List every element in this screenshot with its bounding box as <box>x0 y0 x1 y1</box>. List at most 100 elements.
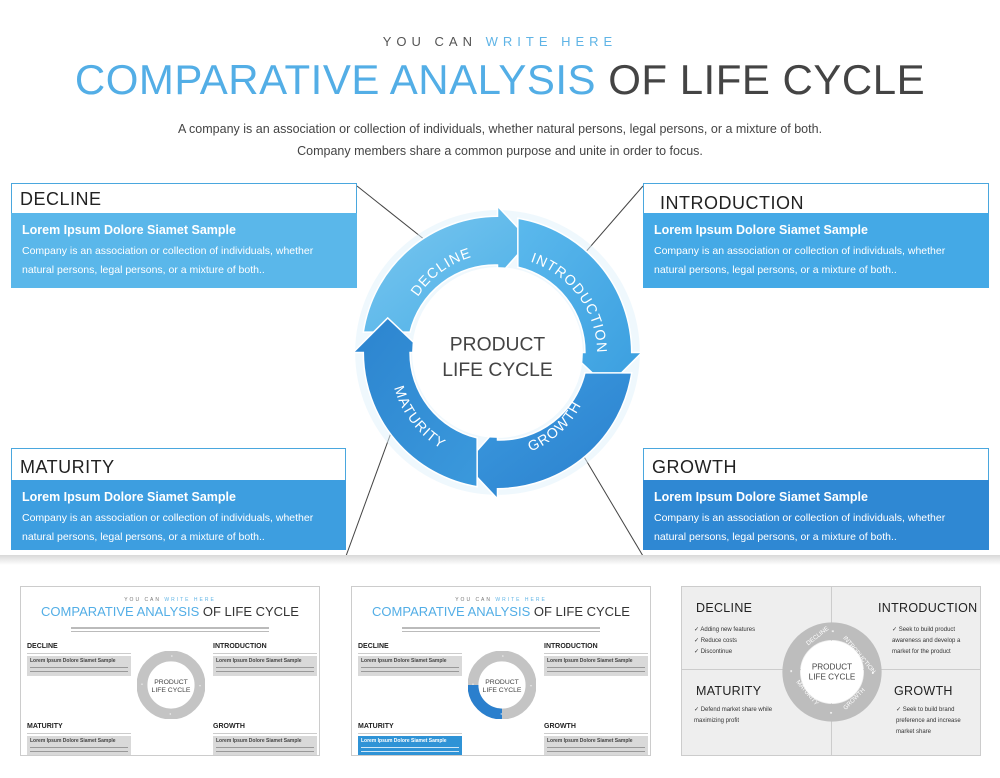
quad-list-decline: ✓ Adding new features ✓ Reduce costs ✓ D… <box>694 625 784 658</box>
thumb-card-heading: DECLINE <box>27 643 131 654</box>
card-maturity-body: Lorem Ipsum Dolore Siamet Sample Company… <box>11 480 346 550</box>
thumb-center-line1: PRODUCT <box>485 679 519 686</box>
card-growth: GROWTH Lorem Ipsum Dolore Siamet Sample … <box>643 448 989 550</box>
card-introduction-text: Company is an association or collection … <box>654 245 946 276</box>
card-introduction-body: Lorem Ipsum Dolore Siamet Sample Company… <box>643 213 989 288</box>
card-maturity: MATURITY Lorem Ipsum Dolore Siamet Sampl… <box>11 448 346 550</box>
thumb-card-heading: MATURITY <box>358 723 462 734</box>
thumb-card-decline: DECLINE Lorem Ipsum Dolore Siamet Sample <box>358 643 462 676</box>
quad-growth-item-1: Seek to build brand preference and incre… <box>896 707 961 735</box>
thumbnail-variant-blue[interactable]: YOU CAN WRITE HERE COMPARATIVE ANALYSIS … <box>351 586 651 756</box>
quad-cycle-diagram: PRODUCT LIFE CYCLE DECLINE INTRODUCTION … <box>782 622 882 722</box>
main-slide: YOU CAN WRITE HERE COMPARATIVE ANALYSIS … <box>0 34 1000 556</box>
thumb-card-heading: MATURITY <box>27 723 131 734</box>
card-decline-text: Company is an association or collection … <box>22 245 314 276</box>
card-introduction-heading: INTRODUCTION <box>643 183 989 213</box>
decline-arrow <box>362 204 532 333</box>
thumb-description <box>392 625 610 633</box>
card-growth-body: Lorem Ipsum Dolore Siamet Sample Company… <box>643 480 989 550</box>
tagline: YOU CAN WRITE HERE <box>0 34 1000 49</box>
card-introduction: INTRODUCTION Lorem Ipsum Dolore Siamet S… <box>643 183 989 288</box>
page-title: COMPARATIVE ANALYSIS OF LIFE CYCLE <box>0 56 1000 104</box>
title-part2: OF LIFE CYCLE <box>608 56 926 103</box>
thumb-tagline: YOU CAN WRITE HERE <box>21 597 319 603</box>
card-maturity-heading: MATURITY <box>11 448 346 480</box>
quad-list-item: ✓ Reduce costs <box>694 638 738 644</box>
thumb-card-sub: Lorem Ipsum Dolore Siamet Sample <box>361 658 447 664</box>
quad-list-maturity: ✓ Defend market share while maximizing p… <box>694 707 773 724</box>
thumb-center-line1: PRODUCT <box>154 679 188 686</box>
quad-maturity-item-1: Defend market share while maximizing pro… <box>694 707 773 724</box>
quad-decline-item-1: Adding new features <box>700 627 756 633</box>
introduction-arrow <box>517 217 644 389</box>
cycle-center-line1: PRODUCT <box>450 334 546 355</box>
thumb-card-sub: Lorem Ipsum Dolore Siamet Sample <box>216 658 302 664</box>
card-growth-heading: GROWTH <box>643 448 989 480</box>
tagline-part2: WRITE HERE <box>485 34 618 49</box>
quad-list-item: ✓ Adding new features <box>694 627 756 633</box>
thumb-card-sub: Lorem Ipsum Dolore Siamet Sample <box>547 658 633 664</box>
thumb-card-decline: DECLINE Lorem Ipsum Dolore Siamet Sample <box>27 643 131 676</box>
tagline-part1: YOU CAN <box>382 34 477 49</box>
thumb-description <box>61 625 279 633</box>
quad-decline-item-3: Discontinue <box>700 649 733 655</box>
cycle-center-line2: LIFE CYCLE <box>442 360 553 381</box>
thumbnail-variant-quad[interactable]: DECLINE INTRODUCTION MATURITY GROWTH ✓ A… <box>681 586 981 756</box>
quad-list-introduction: ✓ Seek to build product awareness and de… <box>892 627 961 655</box>
card-growth-text: Company is an association or collection … <box>654 512 946 543</box>
thumb-cycle-diagram: PRODUCT LIFE CYCLE <box>468 651 536 719</box>
thumb-card-sub: Lorem Ipsum Dolore Siamet Sample <box>361 738 447 744</box>
thumb-card-introduction: INTRODUCTION Lorem Ipsum Dolore Siamet Sa… <box>544 643 648 676</box>
thumb-title: COMPARATIVE ANALYSIS OF LIFE CYCLE <box>21 604 319 619</box>
title-part1: COMPARATIVE ANALYSIS <box>74 56 597 103</box>
thumb-title-part1: COMPARATIVE ANALYSIS <box>372 604 531 619</box>
thumb-title-part2: OF LIFE CYCLE <box>533 604 630 619</box>
description: A company is an association or collectio… <box>177 122 823 158</box>
card-growth-subheading: Lorem Ipsum Dolore Siamet Sample <box>654 490 868 504</box>
thumb-card-maturity: MATURITY Lorem Ipsum Dolore Siamet Sample <box>27 723 131 755</box>
thumb-card-heading: GROWTH <box>544 723 648 734</box>
card-decline: DECLINE Lorem Ipsum Dolore Siamet Sample… <box>11 183 357 288</box>
thumb-card-sub: Lorem Ipsum Dolore Siamet Sample <box>547 738 633 744</box>
quad-center-line1: PRODUCT <box>812 663 852 672</box>
thumb-card-maturity: MATURITY Lorem Ipsum Dolore Siamet Sample <box>358 723 462 755</box>
thumb-tagline-part2: WRITE HERE <box>495 597 547 603</box>
card-maturity-text: Company is an association or collection … <box>22 512 314 543</box>
slide-shadow <box>0 555 1000 565</box>
thumb-card-sub: Lorem Ipsum Dolore Siamet Sample <box>30 658 116 664</box>
thumb-title: COMPARATIVE ANALYSIS OF LIFE CYCLE <box>352 604 650 619</box>
card-maturity-subheading: Lorem Ipsum Dolore Siamet Sample <box>22 490 236 504</box>
quad-label-growth: GROWTH <box>894 684 953 698</box>
thumb-title-part2: OF LIFE CYCLE <box>202 604 299 619</box>
thumb-center-line2: LIFE CYCLE <box>152 687 191 694</box>
quad-label-introduction: INTRODUCTION <box>878 601 978 615</box>
thumb-cycle-diagram: PRODUCT LIFE CYCLE <box>137 651 205 719</box>
quad-list-item: ✓ Discontinue <box>694 649 733 655</box>
thumb-tagline-part1: YOU CAN <box>124 597 161 603</box>
thumb-tagline-part2: WRITE HERE <box>164 597 216 603</box>
quad-introduction-item-1: Seek to build product awareness and deve… <box>892 627 961 655</box>
quad-decline-item-2: Reduce costs <box>700 638 738 644</box>
thumb-card-growth: GROWTH Lorem Ipsum Dolore Siamet Sample <box>544 723 648 755</box>
card-decline-subheading: Lorem Ipsum Dolore Siamet Sample <box>22 223 236 237</box>
maturity-arrow <box>351 316 478 488</box>
card-decline-body: Lorem Ipsum Dolore Siamet Sample Company… <box>11 213 357 288</box>
quad-center-line2: LIFE CYCLE <box>809 672 856 681</box>
card-introduction-subheading: Lorem Ipsum Dolore Siamet Sample <box>654 223 868 237</box>
card-decline-heading: DECLINE <box>11 183 357 213</box>
quad-list-growth: ✓ Seek to build brand preference and inc… <box>896 707 961 735</box>
thumb-card-heading: DECLINE <box>358 643 462 654</box>
quad-label-decline: DECLINE <box>696 601 753 615</box>
thumb-card-sub: Lorem Ipsum Dolore Siamet Sample <box>30 738 116 744</box>
thumb-center-line2: LIFE CYCLE <box>483 687 522 694</box>
thumb-card-heading: INTRODUCTION <box>544 643 648 654</box>
thumb-title-part1: COMPARATIVE ANALYSIS <box>41 604 200 619</box>
quad-label-maturity: MATURITY <box>696 684 762 698</box>
growth-arrow <box>463 372 633 501</box>
thumbnail-variant-gray[interactable]: YOU CAN WRITE HERE COMPARATIVE ANALYSIS … <box>20 586 320 756</box>
product-life-cycle-diagram: DECLINE INTRODUCTION GROWTH MATURITY PRO… <box>351 204 644 501</box>
thumb-tagline-part1: YOU CAN <box>455 597 492 603</box>
thumb-card-heading: GROWTH <box>213 723 317 734</box>
